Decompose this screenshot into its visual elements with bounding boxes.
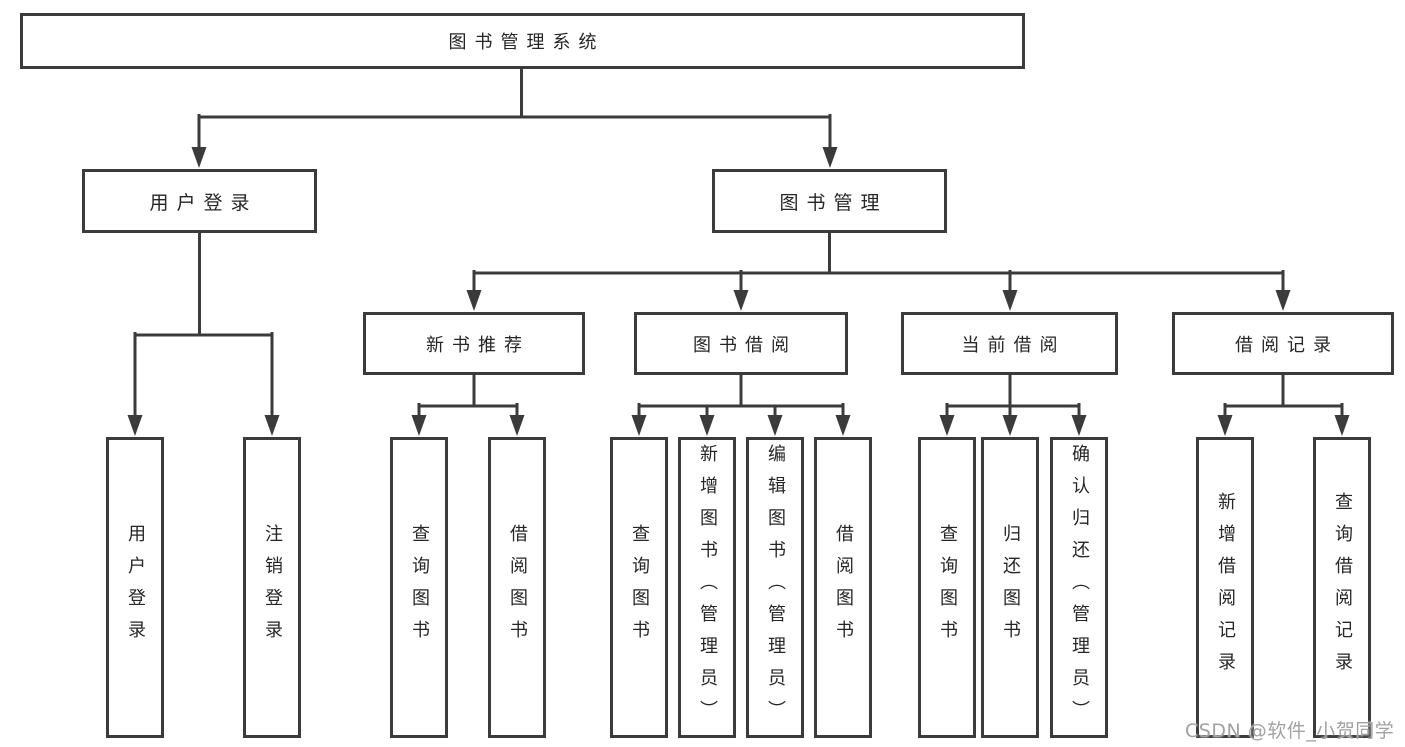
node-current-borrow: 当前借阅 xyxy=(901,312,1118,375)
arrowhead xyxy=(1217,415,1233,436)
node-leaf-borrow-book-1: 借阅图书 xyxy=(488,437,546,738)
arrowhead xyxy=(822,147,838,168)
arrowhead xyxy=(1334,415,1350,436)
arrowhead xyxy=(1071,415,1087,436)
arrowhead xyxy=(835,415,851,436)
node-leaf-borrow-book-2: 借阅图书 xyxy=(814,437,872,738)
connector-root-to-level2 xyxy=(197,66,832,152)
arrowhead xyxy=(631,415,647,436)
arrowhead xyxy=(509,415,525,436)
node-leaf-query-book-1: 查询图书 xyxy=(390,437,448,738)
node-user-login: 用户登录 xyxy=(82,169,317,233)
connector-borrow-records-to-leaves xyxy=(1223,373,1344,420)
node-new-book-recommend: 新书推荐 xyxy=(363,312,585,375)
node-leaf-user-login: 用户登录 xyxy=(106,437,164,738)
arrowhead xyxy=(264,415,280,436)
node-book-management: 图书管理 xyxy=(712,169,947,233)
connector-new-book-recommend-to-leaves xyxy=(417,373,519,420)
node-leaf-query-book-2: 查询图书 xyxy=(610,437,668,738)
arrowhead xyxy=(767,415,783,436)
node-leaf-add-book-admin: 新增图书（管理员） xyxy=(678,437,736,738)
arrowheads xyxy=(127,147,1350,436)
node-leaf-query-book-3: 查询图书 xyxy=(918,437,976,738)
node-borrow-records: 借阅记录 xyxy=(1172,312,1394,375)
node-leaf-logout: 注销登录 xyxy=(243,437,301,738)
node-root: 图书管理系统 xyxy=(20,13,1025,69)
arrowhead xyxy=(1002,290,1018,311)
node-leaf-query-borrow-record: 查询借阅记录 xyxy=(1313,437,1371,738)
node-leaf-add-borrow-record: 新增借阅记录 xyxy=(1196,437,1254,738)
arrowhead xyxy=(1002,415,1018,436)
connector-book-borrow-to-leaves xyxy=(637,373,845,420)
node-leaf-return-book: 归还图书 xyxy=(981,437,1039,738)
arrowhead xyxy=(466,290,482,311)
arrowhead xyxy=(1275,290,1291,311)
node-leaf-edit-book-admin: 编辑图书（管理员） xyxy=(746,437,804,738)
connector-book-management-to-level3 xyxy=(472,231,1285,295)
arrowhead xyxy=(411,415,427,436)
arrowhead xyxy=(699,415,715,436)
node-book-borrow: 图书借阅 xyxy=(634,312,848,375)
connector-current-borrow-to-leaves xyxy=(945,373,1081,420)
arrowhead xyxy=(127,415,143,436)
connector-user-login-to-leaves xyxy=(133,231,274,420)
arrowhead xyxy=(191,147,207,168)
arrowhead xyxy=(939,415,955,436)
node-leaf-confirm-return-admin: 确认归还（管理员） xyxy=(1050,437,1108,738)
watermark-text: CSDN @软件_小贺同学 xyxy=(1185,720,1395,742)
arrowhead xyxy=(733,290,749,311)
